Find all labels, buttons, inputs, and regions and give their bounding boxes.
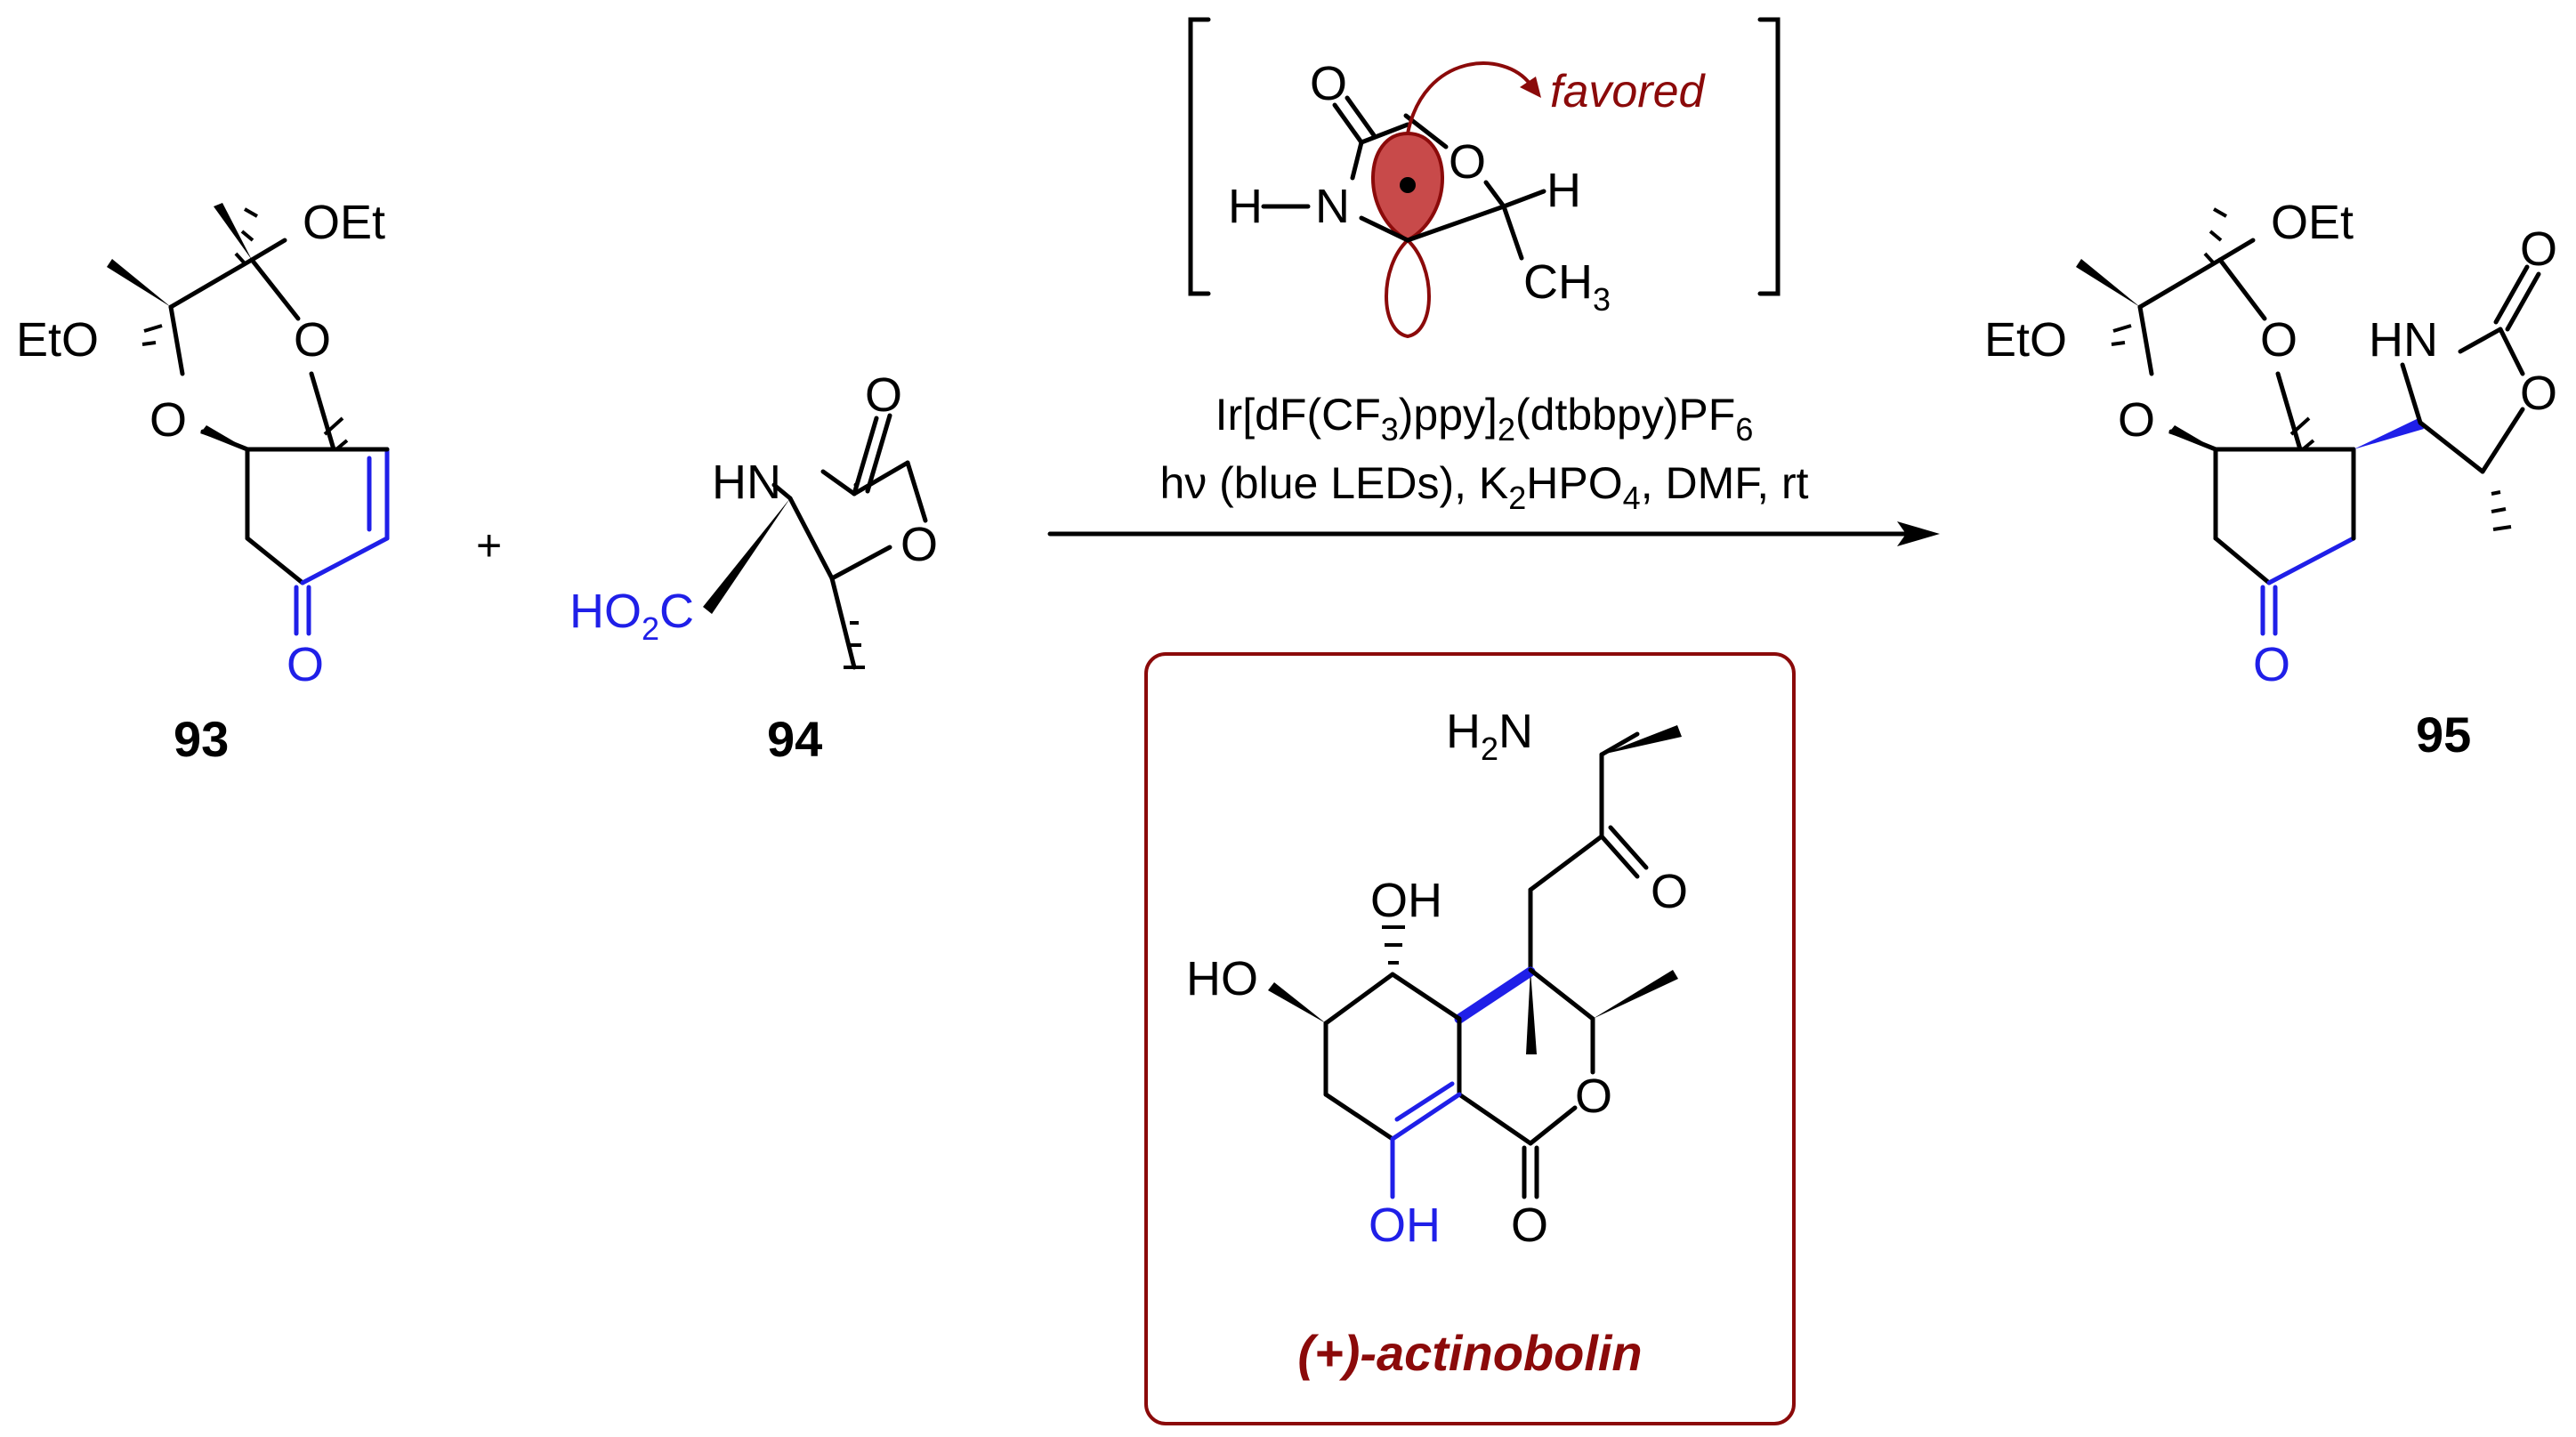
atom-n-int: N: [1315, 180, 1350, 233]
atom-o-carbonyl-int: O: [1310, 57, 1347, 110]
atom-ho2c-94: HO2C: [569, 585, 694, 647]
actinobolin-name: (+)-actinobolin: [1297, 1325, 1642, 1381]
atom-o-ketone: O: [287, 638, 324, 691]
atom-o-lactone-act: O: [1575, 1070, 1612, 1123]
atom-o-ring-95-3: O: [2520, 367, 2557, 420]
compound-94-label: 94: [767, 711, 822, 767]
compound-93-label: 93: [174, 711, 229, 767]
reaction-arrow-head: [1897, 521, 1940, 546]
atom-ho-act: HO: [1186, 952, 1258, 1005]
p-orbital-lower-lobe: [1385, 238, 1431, 339]
reaction-conditions: Ir[dF(CF3)ppy]2(dtbbpy)PF6 hν (blue LEDs…: [1047, 390, 1940, 546]
compound-94: HN O O HO2C 94: [569, 368, 938, 767]
compound-93: OEt EtO O O O 93: [16, 196, 390, 767]
favored-note: favored: [1550, 66, 1707, 117]
atom-o-carbonyl-94: O: [865, 368, 902, 422]
atom-o-ketone-act: O: [1651, 865, 1688, 918]
atom-o-ring-95-1: O: [2260, 313, 2297, 367]
atom-ch3-int: CH3: [1523, 255, 1611, 318]
atom-o-ring-1: O: [294, 313, 331, 367]
conditions-line-1: Ir[dF(CF3)ppy]2(dtbbpy)PF6: [1215, 390, 1754, 448]
atom-oh-enol-act: OH: [1369, 1199, 1441, 1252]
conditions-line-2: hν (blue LEDs), K2HPO4, DMF, rt: [1159, 458, 1808, 516]
atom-o-ring-95-2: O: [2118, 393, 2155, 447]
atom-oet-95: OEt: [2271, 196, 2354, 249]
actinobolin-box: [1144, 652, 1796, 1425]
atom-o-carbonyl-act: O: [1511, 1199, 1548, 1252]
atom-h-int: H: [1228, 180, 1263, 233]
radical-dot: [1400, 177, 1416, 193]
atom-oh-act: OH: [1370, 874, 1442, 927]
atom-h2n: H2N: [1446, 705, 1533, 767]
compound-95: OEt EtO O O O HN O O 95: [1984, 196, 2557, 763]
atom-hn-95: HN: [2369, 313, 2438, 367]
radical-intermediate: favored O O H N H CH3: [1188, 17, 1781, 339]
atom-o-ketone-95: O: [2253, 638, 2290, 691]
atom-o-ring-94: O: [900, 518, 938, 571]
atom-eto-95: EtO: [1984, 313, 2067, 367]
compound-95-label: 95: [2416, 706, 2471, 763]
atom-h-ring-int: H: [1546, 164, 1581, 217]
atom-oet: OEt: [303, 196, 385, 249]
atom-o-carbonyl-95: O: [2520, 222, 2557, 276]
atom-hn-94: HN: [712, 456, 781, 509]
actinobolin-panel: H2N O OH HO O O OH (+)-actinobolin: [1144, 652, 1796, 1425]
plus-sign: +: [476, 521, 502, 570]
atom-o-ring-2: O: [149, 393, 187, 447]
atom-o-ring-int: O: [1449, 135, 1486, 189]
atom-eto: EtO: [16, 313, 99, 367]
